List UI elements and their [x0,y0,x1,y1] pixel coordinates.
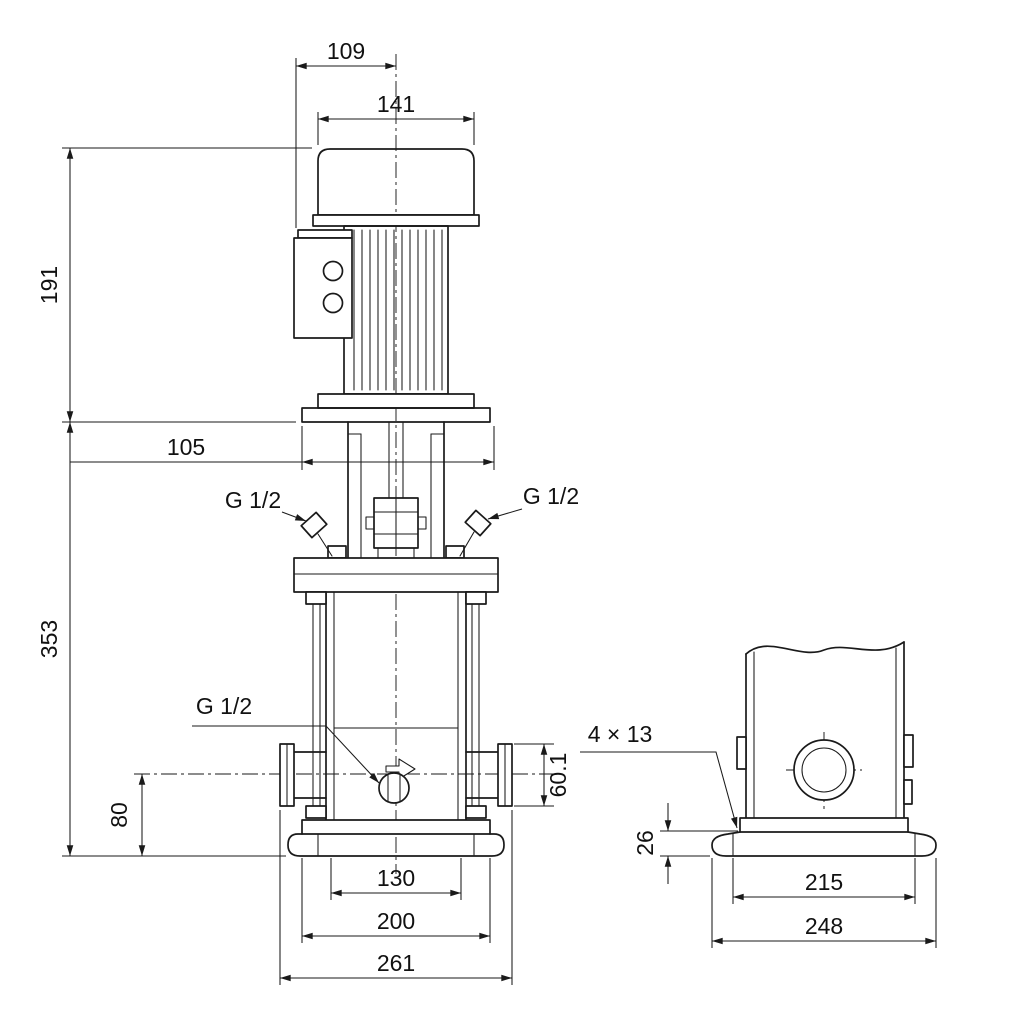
side-view-base [711,641,937,857]
staybolt-nut-top-right [445,545,465,559]
nameplate-edge [903,779,913,805]
drain-plug [378,772,410,804]
label-bolt-holes: 4 × 13 [588,721,653,747]
dim-200: 200 [377,908,415,934]
dim-60-1: 60.1 [545,753,571,798]
staybolt-nut-top-left [327,545,347,559]
motor-cover-lip [312,214,480,227]
label-g12-drain: G 1/2 [196,693,252,719]
front-view-pump [279,148,513,857]
pump-head-flange [293,557,499,593]
dim-105: 105 [167,434,205,460]
motor-stool [347,421,445,559]
terminal-box [293,237,353,339]
break-line [745,641,905,655]
vent-plug-left [300,511,333,557]
base-top-plate-side [739,817,909,833]
dim-261: 261 [377,950,415,976]
dim-130: 130 [377,865,415,891]
vent-plug-right [459,509,492,557]
port-flange-edge-left [736,736,747,770]
motor-mounting-plate [301,407,491,423]
flow-direction-arrow [385,758,416,780]
cable-gland-top [322,260,344,282]
dim-109: 109 [327,38,365,64]
motor-cooling-fins [353,229,443,391]
dim-141: 141 [377,91,415,117]
dim-248: 248 [805,913,843,939]
port-right [465,743,513,807]
dim-353: 353 [36,620,62,658]
port-bore-outer [793,739,855,801]
staybolts [305,591,487,819]
base-foot-side [711,831,937,857]
port-left [279,743,327,807]
terminal-box-cover-step [297,229,353,239]
motor-end-flange [317,393,475,409]
cable-gland-bottom [322,292,344,314]
pump-base-front [287,819,505,857]
dimensions: 109 141 191 353 105 80 60.1 130 [36,38,937,985]
port-flange-edge-right [903,734,914,768]
leader-bolt-holes [580,751,738,829]
motor-fan-cover [317,148,475,216]
leader-g12-drain [192,725,380,784]
dim-26: 26 [632,830,658,856]
dim-80: 80 [106,802,132,828]
dim-191: 191 [36,266,62,304]
port-bore-inner [801,747,847,793]
leader-g12-top-right [487,508,523,520]
label-g12-top-left: G 1/2 [225,487,281,513]
pump-sleeve [325,591,467,821]
label-g12-top-right: G 1/2 [523,483,579,509]
leader-g12-top-left [281,511,307,522]
dim-215: 215 [805,869,843,895]
